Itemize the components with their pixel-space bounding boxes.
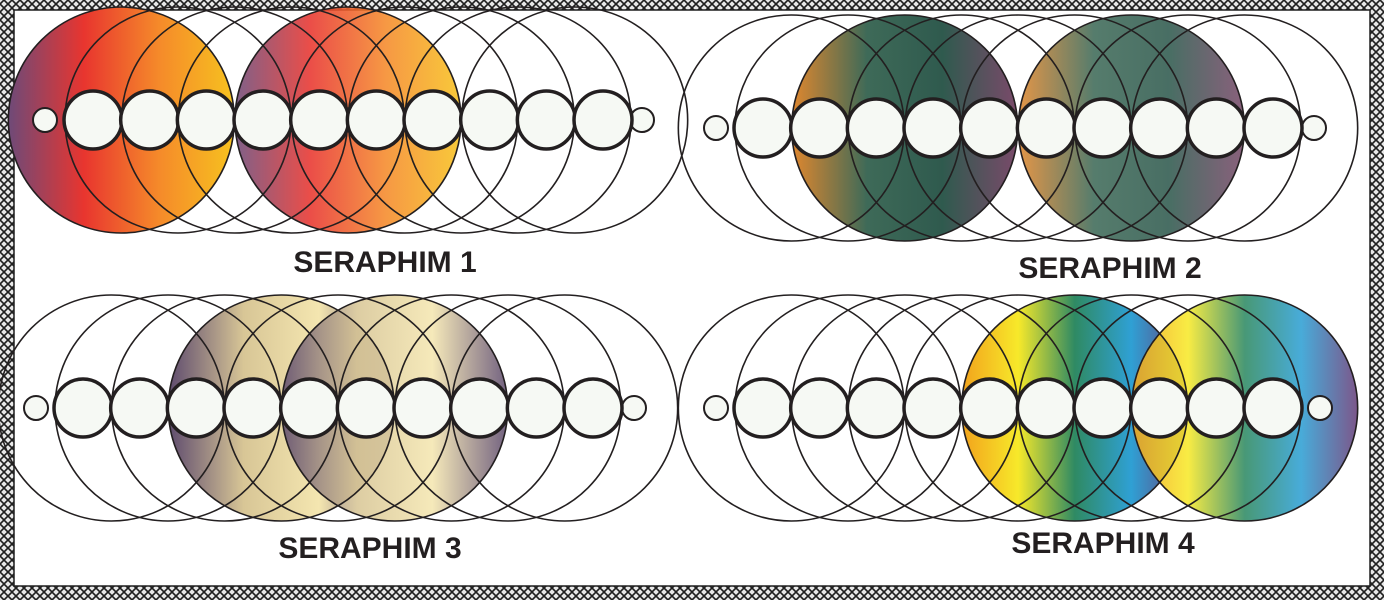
end-circle <box>703 395 729 421</box>
pearl-circle <box>732 97 794 159</box>
pearl-circle <box>392 377 454 439</box>
end-circle <box>32 107 58 133</box>
seraphim-3-figure <box>0 294 679 522</box>
seraphim-2-caption: SERAPHIM 2 <box>1018 252 1201 285</box>
pearl-circle <box>118 89 181 151</box>
panel-seraphim-4: SERAPHIM 4 <box>677 294 1359 560</box>
pearl-circle <box>278 377 341 439</box>
pearl-circle <box>222 377 284 439</box>
pearl-circle <box>958 97 1021 159</box>
pearl-circle <box>788 97 851 159</box>
pearl-circle <box>1072 97 1134 159</box>
end-circle <box>1307 395 1333 421</box>
pearl-circle <box>1185 97 1248 159</box>
pearl-circle <box>458 89 521 151</box>
pearl-circle <box>448 377 511 439</box>
pearl-circle <box>902 377 964 439</box>
pearl-circle <box>402 89 464 151</box>
panel-seraphim-3: SERAPHIM 3 <box>0 294 679 565</box>
seraphim-4-figure <box>677 294 1359 522</box>
pearl-circle <box>52 377 114 439</box>
pearl-circle <box>572 89 634 151</box>
pearl-circle <box>1072 377 1134 439</box>
pearl-circle <box>515 89 578 151</box>
seraphim-2-figure <box>677 14 1359 242</box>
pearl-circle <box>175 89 238 151</box>
end-circle <box>703 115 729 141</box>
pearl-circle <box>62 89 124 151</box>
seraphim-1-caption: SERAPHIM 1 <box>293 246 476 279</box>
inner-frame-line <box>13 9 1371 587</box>
end-circle <box>23 395 49 421</box>
pearl-circle <box>1242 97 1304 159</box>
seraphim-4-caption: SERAPHIM 4 <box>1011 527 1195 560</box>
pearl-circle <box>345 89 408 151</box>
pearl-circle <box>1015 97 1078 159</box>
pearl-circle <box>562 377 624 439</box>
pearl-circle <box>845 97 908 159</box>
pearl-circle <box>108 377 171 439</box>
pearl-circle <box>335 377 398 439</box>
end-circle <box>621 395 647 421</box>
pearl-circle <box>1128 97 1191 159</box>
pearl-circle <box>1128 377 1191 439</box>
seraphim-1-figure <box>7 6 689 234</box>
pearl-circle <box>232 89 294 151</box>
end-circle <box>1301 115 1327 141</box>
pearl-circle <box>1015 377 1078 439</box>
pearl-circle <box>958 377 1021 439</box>
pearl-circle <box>732 377 794 439</box>
pearl-circle <box>845 377 908 439</box>
pearl-circle <box>288 89 351 151</box>
panel-seraphim-2: SERAPHIM 2 <box>677 14 1359 285</box>
pearl-circle <box>505 377 568 439</box>
pearl-circle <box>165 377 228 439</box>
seraphim-3-caption: SERAPHIM 3 <box>278 532 461 565</box>
pearl-circle <box>788 377 851 439</box>
pearl-circle <box>1242 377 1304 439</box>
pearl-circle <box>1185 377 1248 439</box>
panel-seraphim-1: SERAPHIM 1 <box>7 6 689 279</box>
pearl-circle <box>902 97 964 159</box>
